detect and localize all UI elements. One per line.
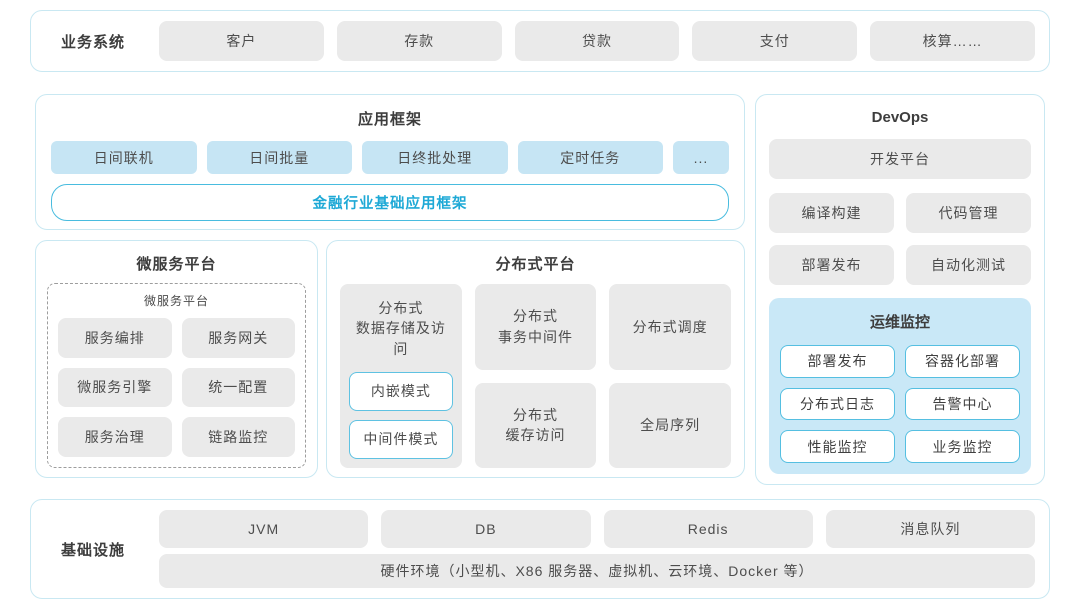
micro-item-config: 统一配置 xyxy=(181,367,295,408)
distributed-storage-group: 分布式 数据存储及访问 内嵌模式 中间件模式 xyxy=(340,284,462,468)
platforms-row: 微服务平台 微服务平台 服务编排 服务网关 微服务引擎 统一配置 服务治理 链路… xyxy=(35,240,745,478)
infrastructure-row: JVM DB Redis 消息队列 xyxy=(159,510,1035,548)
infrastructure-content: JVM DB Redis 消息队列 硬件环境（小型机、X86 服务器、虚拟机、云… xyxy=(159,510,1035,588)
business-item-deposit: 存款 xyxy=(336,21,502,61)
left-column: 应用框架 日间联机 日间批量 日终批处理 定时任务 ... 金融行业基础应用框架… xyxy=(35,94,745,485)
microservice-inner-group: 微服务平台 服务编排 服务网关 微服务引擎 统一配置 服务治理 链路监控 xyxy=(47,283,306,468)
devops-grid: 编译构建 代码管理 部署发布 自动化测试 xyxy=(769,193,1031,285)
business-item-loan: 贷款 xyxy=(514,21,680,61)
infra-item-db: DB xyxy=(381,510,591,548)
app-framework-title: 应用框架 xyxy=(357,111,422,128)
distributed-panel: 分布式平台 分布式 数据存储及访问 内嵌模式 中间件模式 分布式 事务中间件 分… xyxy=(326,240,745,478)
business-systems-panel: 业务系统 客户 存款 贷款 支付 核算…… xyxy=(30,10,1050,72)
storage-mode-embedded: 内嵌模式 xyxy=(349,371,453,411)
microservice-panel: 微服务平台 微服务平台 服务编排 服务网关 微服务引擎 统一配置 服务治理 链路… xyxy=(35,240,318,478)
devops-dev-platform: 开发平台 xyxy=(769,139,1031,179)
ops-item-distributed-log: 分布式日志 xyxy=(780,387,895,421)
app-item-eod-batch: 日终批处理 xyxy=(362,141,508,174)
middle-area: 应用框架 日间联机 日间批量 日终批处理 定时任务 ... 金融行业基础应用框架… xyxy=(35,94,1045,485)
distributed-title: 分布式平台 xyxy=(495,256,576,273)
storage-mode-middleware: 中间件模式 xyxy=(349,419,453,460)
infra-item-mq: 消息队列 xyxy=(825,510,1035,548)
distributed-scheduling: 分布式调度 xyxy=(609,284,731,370)
ops-item-performance-monitor: 性能监控 xyxy=(780,430,895,463)
business-systems-label: 业务系统 xyxy=(60,33,125,51)
devops-panel: DevOps 开发平台 编译构建 代码管理 部署发布 自动化测试 运维监控 部署… xyxy=(755,94,1045,485)
infra-item-redis: Redis xyxy=(603,510,813,548)
ops-monitoring-panel: 运维监控 部署发布 容器化部署 分布式日志 告警中心 性能监控 业务监控 xyxy=(769,298,1031,474)
distributed-cache-access: 分布式 缓存访问 xyxy=(474,382,597,468)
app-framework-row: 日间联机 日间批量 日终批处理 定时任务 ... xyxy=(51,141,729,174)
business-item-customer: 客户 xyxy=(159,21,324,61)
micro-item-engine: 微服务引擎 xyxy=(58,367,172,408)
devops-item-build: 编译构建 xyxy=(769,193,894,233)
hardware-environment-bar: 硬件环境（小型机、X86 服务器、虚拟机、云环境、Docker 等） xyxy=(159,554,1035,588)
ops-item-alert-center: 告警中心 xyxy=(905,387,1020,421)
micro-item-gateway: 服务网关 xyxy=(181,318,295,358)
microservice-inner-title: 微服务平台 xyxy=(143,294,209,308)
app-item-daytime-online: 日间联机 xyxy=(51,141,197,174)
infrastructure-panel: 基础设施 JVM DB Redis 消息队列 硬件环境（小型机、X86 服务器、… xyxy=(30,499,1050,599)
devops-title: DevOps xyxy=(871,109,929,126)
infra-item-jvm: JVM xyxy=(159,510,369,548)
microservice-grid: 服务编排 服务网关 微服务引擎 统一配置 服务治理 链路监控 xyxy=(58,318,295,457)
ops-monitoring-title: 运维监控 xyxy=(869,314,930,331)
micro-item-trace-monitor: 链路监控 xyxy=(181,417,295,457)
infrastructure-label: 基础设施 xyxy=(60,541,125,559)
devops-item-code-mgmt: 代码管理 xyxy=(906,193,1031,233)
distributed-storage-label: 分布式 数据存储及访问 xyxy=(355,300,446,357)
app-item-more: ... xyxy=(673,141,729,174)
business-item-accounting: 核算…… xyxy=(870,21,1035,61)
ops-item-business-monitor: 业务监控 xyxy=(905,430,1020,463)
micro-item-governance: 服务治理 xyxy=(58,417,172,457)
distributed-grid: 分布式 数据存储及访问 内嵌模式 中间件模式 分布式 事务中间件 分布式调度 分… xyxy=(340,284,731,468)
global-sequence: 全局序列 xyxy=(609,382,731,468)
distributed-transaction-middleware: 分布式 事务中间件 xyxy=(474,284,597,370)
financial-base-framework: 金融行业基础应用框架 xyxy=(51,184,729,221)
ops-monitoring-grid: 部署发布 容器化部署 分布式日志 告警中心 性能监控 业务监控 xyxy=(780,345,1020,463)
ops-item-deploy-release: 部署发布 xyxy=(780,345,895,378)
app-item-scheduled-tasks: 定时任务 xyxy=(517,141,663,174)
microservice-title: 微服务平台 xyxy=(136,256,217,273)
business-systems-row: 客户 存款 贷款 支付 核算…… xyxy=(159,21,1035,61)
app-framework-panel: 应用框架 日间联机 日间批量 日终批处理 定时任务 ... 金融行业基础应用框架 xyxy=(35,94,745,230)
app-item-daytime-batch: 日间批量 xyxy=(206,141,352,174)
ops-item-container-deploy: 容器化部署 xyxy=(905,345,1020,378)
business-item-payment: 支付 xyxy=(692,21,858,61)
micro-item-orchestration: 服务编排 xyxy=(58,318,172,358)
devops-item-auto-test: 自动化测试 xyxy=(906,245,1031,285)
devops-item-deploy: 部署发布 xyxy=(769,245,894,285)
